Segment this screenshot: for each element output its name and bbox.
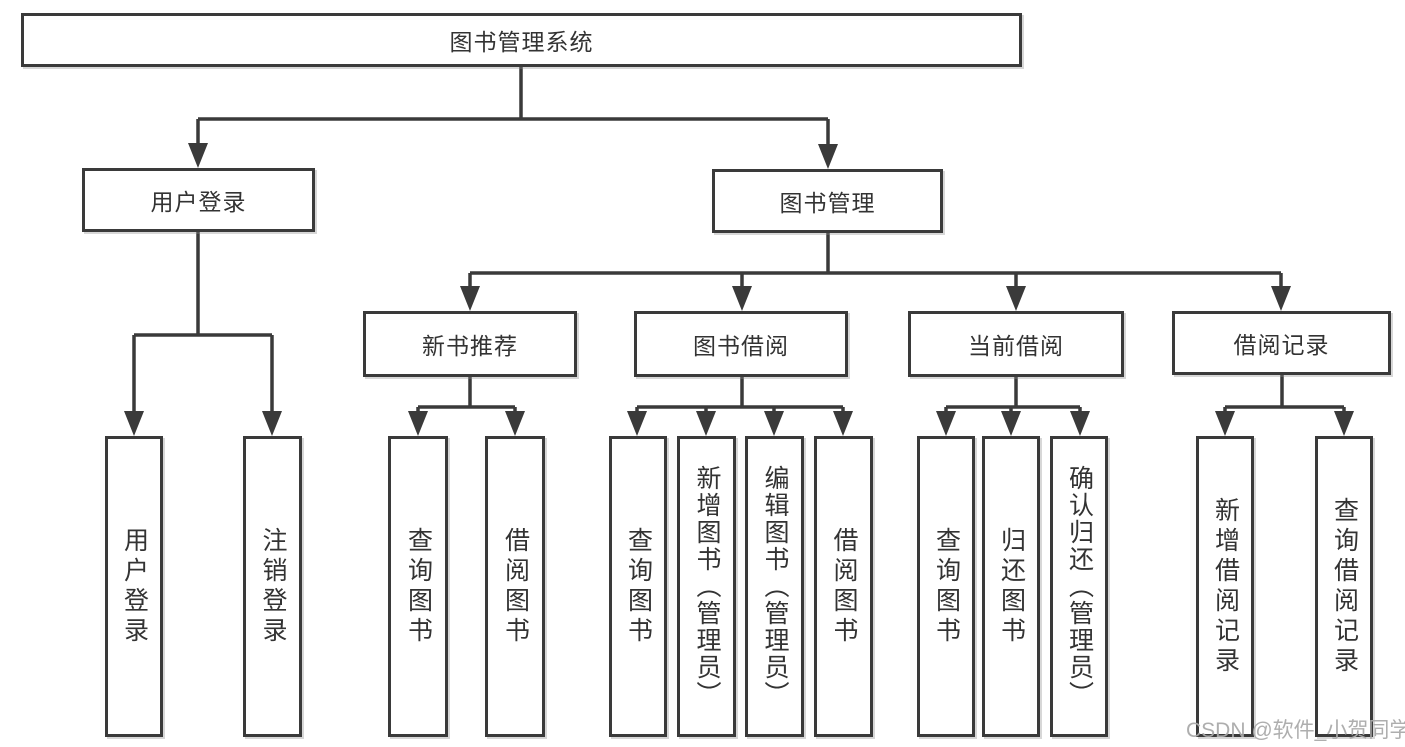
leaf-borrow-books-borrowing: 借阅图书 xyxy=(814,436,873,737)
node-borrowing-records: 借阅记录 xyxy=(1172,311,1391,375)
leaf-return-books-label: 归还图书 xyxy=(997,526,1026,647)
leaf-confirm-return-admin-label: 确认归还（管理员） xyxy=(1065,465,1094,708)
leaf-add-borrow-record: 新增借阅记录 xyxy=(1196,436,1254,737)
leaf-add-books-admin: 新增图书（管理员） xyxy=(677,436,736,737)
leaf-return-books: 归还图书 xyxy=(982,436,1040,737)
node-book-management-label: 图书管理 xyxy=(779,190,876,216)
leaf-query-books-borrowing-label: 查询图书 xyxy=(624,526,653,647)
node-root-label: 图书管理系统 xyxy=(449,29,594,55)
leaf-query-books-current: 查询图书 xyxy=(917,436,975,737)
leaf-query-books-newrec-label: 查询图书 xyxy=(404,526,433,647)
node-book-borrowing: 图书借阅 xyxy=(634,311,848,377)
node-current-borrowing: 当前借阅 xyxy=(908,311,1124,377)
node-current-borrowing-label: 当前借阅 xyxy=(968,333,1064,359)
connector-book-borrowing-children xyxy=(627,377,853,436)
leaf-borrow-books-borrowing-label: 借阅图书 xyxy=(830,526,858,647)
leaf-edit-books-admin: 编辑图书（管理员） xyxy=(745,436,804,737)
leaf-query-books-borrowing: 查询图书 xyxy=(609,436,667,737)
node-new-book-recommend-label: 新书推荐 xyxy=(422,333,518,359)
leaf-add-books-admin-label: 新增图书（管理员） xyxy=(693,465,721,708)
leaf-borrow-books-newrec: 借阅图书 xyxy=(485,436,545,737)
connector-current-borrowing-children xyxy=(936,377,1090,436)
leaf-query-books-current-label: 查询图书 xyxy=(932,526,961,647)
node-root: 图书管理系统 xyxy=(21,13,1022,67)
connector-root-to-level1 xyxy=(188,67,838,169)
node-borrowing-records-label: 借阅记录 xyxy=(1233,332,1330,358)
leaf-user-login: 用户登录 xyxy=(105,436,163,737)
leaf-logout: 注销登录 xyxy=(243,436,302,737)
leaf-add-borrow-record-label: 新增借阅记录 xyxy=(1211,496,1240,677)
connector-borrowing-records-children xyxy=(1215,375,1354,436)
node-book-borrowing-label: 图书借阅 xyxy=(693,333,789,359)
connector-new-book-recommend-children xyxy=(408,377,525,436)
leaf-user-login-label: 用户登录 xyxy=(120,526,149,647)
node-new-book-recommend: 新书推荐 xyxy=(363,311,577,377)
node-book-management: 图书管理 xyxy=(712,169,943,233)
leaf-query-borrow-record-label: 查询借阅记录 xyxy=(1330,496,1359,677)
node-user-login: 用户登录 xyxy=(82,168,315,232)
leaf-logout-label: 注销登录 xyxy=(259,526,287,647)
leaf-query-borrow-record: 查询借阅记录 xyxy=(1315,436,1373,737)
connector-book-management-to-level2 xyxy=(460,233,1291,311)
leaf-borrow-books-newrec-label: 借阅图书 xyxy=(501,526,530,647)
watermark-text: CSDN @软件_小贺同学 xyxy=(1186,719,1405,742)
connector-user-login-children xyxy=(124,232,282,436)
node-user-login-label: 用户登录 xyxy=(150,189,247,215)
leaf-edit-books-admin-label: 编辑图书（管理员） xyxy=(761,465,789,708)
leaf-confirm-return-admin: 确认归还（管理员） xyxy=(1050,436,1108,737)
leaf-query-books-newrec: 查询图书 xyxy=(388,436,448,737)
